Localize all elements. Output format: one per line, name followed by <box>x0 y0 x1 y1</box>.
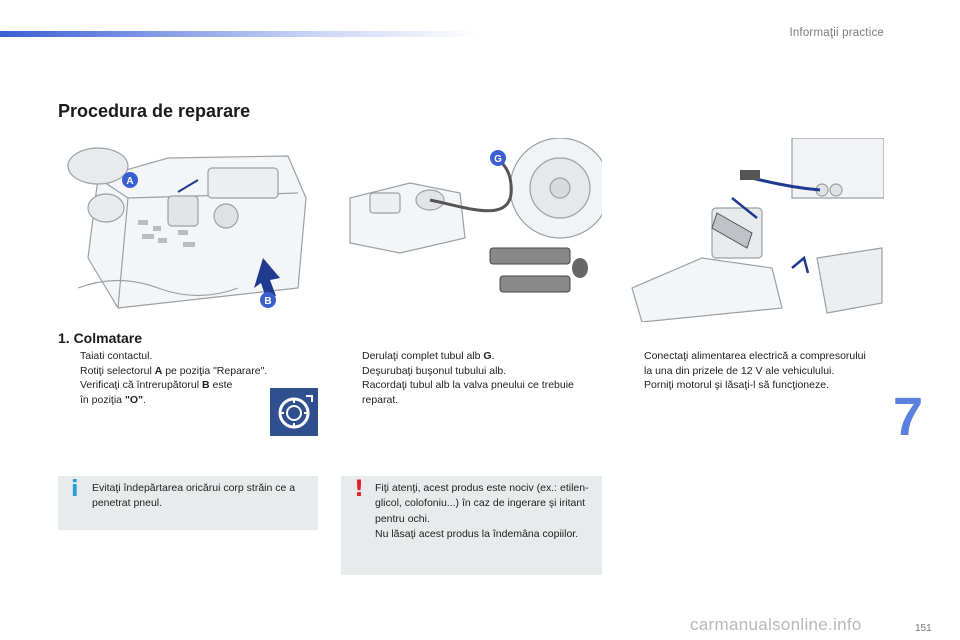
callout-a-label: A <box>126 176 133 187</box>
page-title: Procedura de reparare <box>58 101 251 121</box>
callout-b-label: B <box>264 296 271 307</box>
watermark: carmanualsonline.info <box>690 615 862 634</box>
illustration-compressor-selector: A B <box>58 138 320 322</box>
instructions-column-2: Derulaţi complet tubul alb G. Deşurubaţi… <box>340 349 602 407</box>
info-note-text: Evitaţi îndepărtarea oricărui corp străi… <box>92 482 296 510</box>
page-number: 151 <box>915 623 932 634</box>
list-item: Conectaţi alimentarea electrică a compre… <box>644 350 866 377</box>
list-item: Taiati contactul. <box>80 350 153 362</box>
warning-note-text: Fiţi atenţi, acest produs este nociv (ex… <box>375 482 589 541</box>
list-item: Racordaţi tubul alb la valva pneului ce … <box>362 379 574 406</box>
warning-icon: ! <box>354 477 365 502</box>
header-accent-bar <box>0 31 480 37</box>
instructions-column-3: Conectaţi alimentarea electrică a compre… <box>622 349 884 393</box>
info-icon: i <box>71 477 79 502</box>
header-section-title: Informaţii practice <box>789 27 884 39</box>
illustration-12v-socket <box>622 138 884 322</box>
illustration-hose-g: G <box>340 138 602 322</box>
repair-selector-icon <box>270 388 318 436</box>
instructions-column-1: Taiati contactul. Rotiţi selectorul A pe… <box>58 349 320 407</box>
list-item: Verificaţi că întrerupătorul B este în p… <box>80 379 233 406</box>
callout-g-label: G <box>494 154 502 165</box>
list-item: Porniţi motorul şi lăsaţi-l să funcţione… <box>644 379 829 392</box>
warning-note: ! Fiţi atenţi, acest produs este nociv (… <box>341 476 602 575</box>
step-heading: 1. Colmatare <box>58 330 143 346</box>
list-item: Deşurubaţi buşonul tubului alb. <box>362 364 507 377</box>
chapter-number: 7 <box>893 387 924 447</box>
list-item: Rotiţi selectorul A pe poziţia "Reparare… <box>80 364 268 377</box>
list-item: Derulaţi complet tubul alb G. <box>362 350 495 362</box>
info-note: i Evitaţi îndepărtarea oricărui corp str… <box>58 476 318 530</box>
